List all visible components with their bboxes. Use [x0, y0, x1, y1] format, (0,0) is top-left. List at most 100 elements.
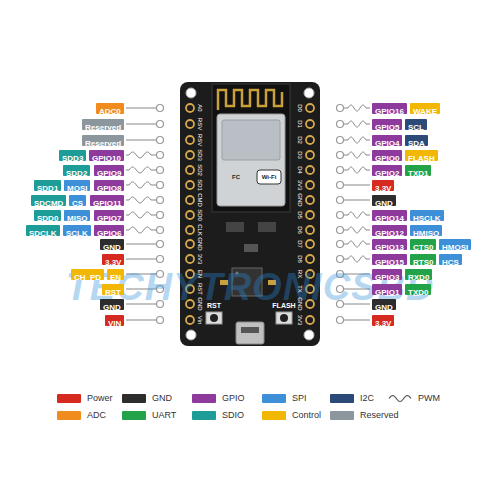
tag-text: GPIO8: [97, 184, 121, 193]
tag-text: CH_PD: [74, 273, 101, 282]
pin-marker: [337, 105, 344, 112]
leader-line: [344, 124, 348, 125]
pin-hole: [186, 120, 194, 128]
usb-port-part: [236, 322, 264, 344]
pin-tag: SCLK: [63, 225, 91, 236]
board-pin-label: 3V3: [197, 254, 203, 265]
tag-text: GPIO3: [375, 273, 399, 282]
tag-text: GPIO1: [375, 288, 399, 297]
board-pin-label: D1: [297, 120, 303, 128]
tag-text: RXD0: [408, 273, 429, 282]
legend-swatch: [57, 394, 81, 403]
legend-swatch: [192, 411, 216, 420]
module-mark: Wi-Fi: [262, 174, 277, 180]
board-pin-label: GND: [297, 193, 303, 206]
board-pin-label: A0: [197, 104, 203, 111]
tag-text: ADC0: [99, 107, 121, 116]
pin-hole: [306, 240, 314, 248]
leader-line: [126, 124, 156, 125]
board-pin-label: SD3: [197, 149, 203, 161]
tag-text: RTS0: [413, 258, 433, 267]
tag-text: RST: [105, 288, 121, 297]
pwm-wave: [129, 197, 151, 203]
legend-item: Control: [262, 410, 321, 420]
board-pin-label: SD1: [197, 179, 203, 191]
pin-tag: WAKE: [410, 103, 440, 114]
pin-tag: GPIO15: [372, 254, 407, 265]
tag-text: GPIO2: [375, 169, 399, 178]
pin-tag: GND: [372, 299, 396, 310]
pin-tag: SDD1: [34, 180, 61, 191]
tag-text: WAKE: [413, 107, 437, 116]
pin-marker: [157, 227, 164, 234]
tag-text: GND: [103, 243, 121, 252]
buttons-part: [280, 314, 288, 322]
pin-tag: GPIO10: [89, 150, 124, 161]
button-label: FLASH: [272, 302, 295, 309]
pin-marker: [157, 152, 164, 159]
pin-tag: TXD0: [405, 284, 431, 295]
pin-tag: CH_PD: [71, 269, 104, 280]
pin-tag: GPIO9: [94, 165, 124, 176]
pwm-wave: [348, 105, 366, 111]
legend-text: SPI: [292, 393, 307, 403]
tag-text: GPIO15: [375, 258, 404, 267]
pin-hole: [306, 151, 314, 159]
pin-tag: SDCLK: [26, 225, 60, 236]
pin-marker: [157, 121, 164, 128]
legend-swatch: [122, 411, 146, 420]
tag-text: TXD0: [408, 288, 428, 297]
pin-tag: 3.3V: [372, 180, 394, 191]
tag-text: SDD0: [37, 214, 58, 223]
pin-hole: [306, 255, 314, 263]
pin-marker: [157, 137, 164, 144]
pin-marker: [337, 167, 344, 174]
pin-tag: SDD3: [59, 150, 86, 161]
legend-item: SPI: [262, 393, 307, 403]
leader-line: [344, 140, 348, 141]
legend-swatch: [330, 394, 354, 403]
button-label: RST: [207, 302, 221, 309]
pin-marker: [157, 182, 164, 189]
pwm-wave: [129, 212, 151, 218]
leader-line: [366, 259, 370, 260]
pin-tag: HSCLK: [410, 210, 444, 221]
leader-line: [151, 170, 156, 171]
pin-hole: [186, 226, 194, 234]
pin-marker: [157, 317, 164, 324]
legend-text: GPIO: [222, 393, 245, 403]
pin-hole: [186, 151, 194, 159]
leader-line: [344, 155, 348, 156]
pcb-part: [304, 330, 314, 340]
pin-tag: SDD0: [34, 210, 61, 221]
leader-line: [126, 140, 156, 141]
leader-line: [366, 230, 370, 231]
pin-tag: CTS0: [410, 239, 436, 250]
pin-marker: [157, 197, 164, 204]
buttons-part: [276, 312, 292, 324]
pin-tag: GPIO0: [372, 150, 402, 161]
pin-marker: [337, 182, 344, 189]
tag-text: HMISO: [413, 229, 439, 238]
leader-line: [151, 185, 156, 186]
board-pin-label: D7: [297, 240, 303, 248]
pin-tag: HMOSI: [439, 239, 471, 250]
tag-text: GND: [375, 199, 393, 208]
pwm-wave: [129, 152, 151, 158]
tag-text: HCS: [442, 258, 459, 267]
board-pin-label: D0: [297, 104, 303, 112]
pin-tag: SDCMD: [31, 195, 66, 206]
pin-tag: MISO: [64, 210, 90, 221]
board-pin-label: RSV: [197, 118, 203, 130]
pin-tag: 3.3V: [102, 254, 124, 265]
pwm-wave: [348, 121, 366, 127]
board-pin-label: GND: [297, 297, 303, 310]
pwm-wave: [348, 167, 366, 173]
legend-swatch: [192, 394, 216, 403]
board-pin-label: CLK: [197, 224, 203, 236]
pin-marker: [337, 121, 344, 128]
pin-marker: [337, 241, 344, 248]
pin-tag: GPIO8: [94, 180, 124, 191]
pin-tag: GPIO5: [372, 119, 402, 130]
pin-hole: [186, 316, 194, 324]
